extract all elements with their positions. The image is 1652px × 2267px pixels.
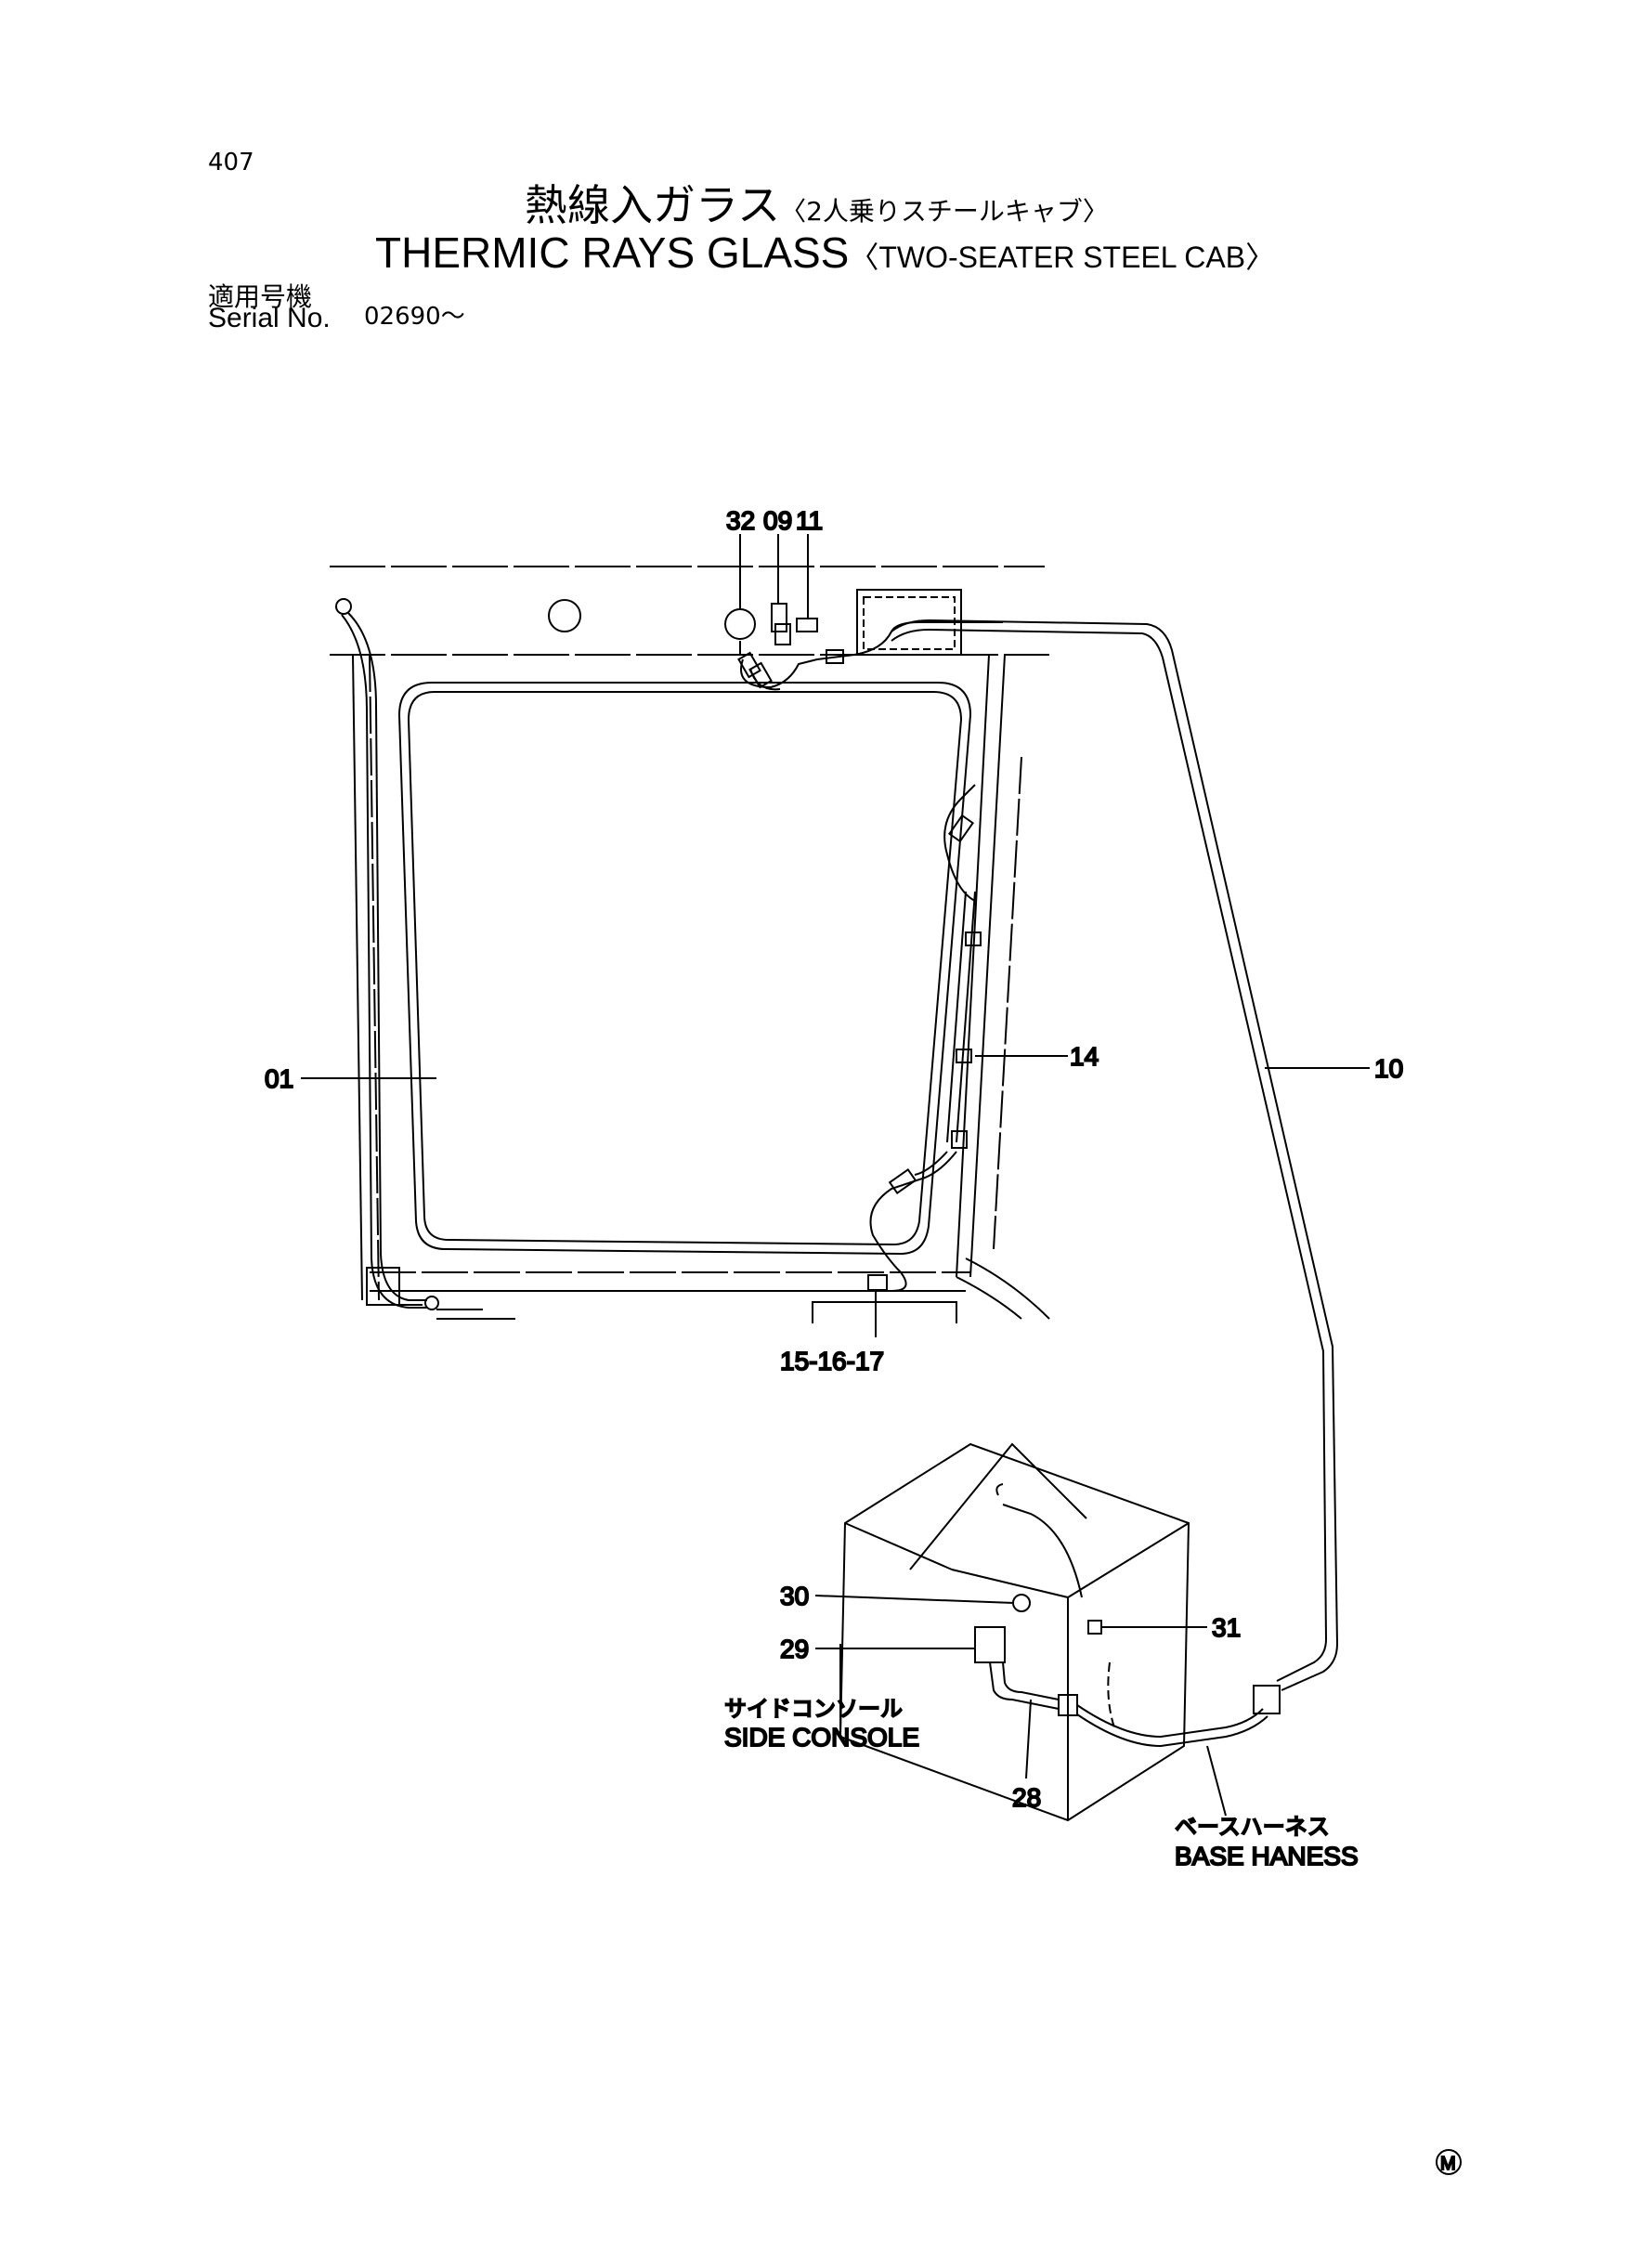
title-jp-sub: 〈2人乗りスチールキャブ〉 [780, 196, 1109, 227]
left-harness [335, 598, 439, 1310]
right-harness [867, 784, 982, 1292]
callout-11: 11 [796, 506, 823, 535]
title-jp: 熱線入ガラス〈2人乗りスチールキャブ〉 [525, 172, 1109, 233]
serial-label-en: Serial No. [208, 303, 331, 333]
callout-15-16-17: 15-16-17 [780, 1347, 884, 1375]
glass-pane [397, 682, 972, 1256]
title-jp-main: 熱線入ガラス [525, 180, 781, 230]
callout-01: 01 [265, 1064, 293, 1093]
leader-lines [301, 534, 1370, 1817]
serial-label-jp: 適用号機 [208, 281, 313, 312]
callout-14: 14 [1070, 1042, 1099, 1071]
callout-29: 29 [780, 1635, 809, 1663]
callout-30: 30 [780, 1582, 809, 1610]
callout-28: 28 [1012, 1783, 1041, 1812]
callout-32: 32 [726, 506, 755, 535]
title-en-sub: 〈TWO-SEATER STEEL CAB〉 [849, 241, 1276, 274]
main-harness [891, 619, 1339, 1691]
callout-09: 09 [763, 506, 792, 535]
base-harness-label-jp: ベースハーネス [1175, 1814, 1330, 1840]
title-en: THERMIC RAYS GLASS〈TWO-SEATER STEEL CAB〉 [375, 228, 1275, 278]
cab-frame [330, 566, 1050, 1323]
serial-value: 02690～ [364, 303, 465, 331]
base-harness-label-en: BASE HANESS [1175, 1842, 1359, 1870]
m-stamp: M [1436, 2149, 1462, 2175]
callout-31: 31 [1212, 1613, 1241, 1642]
m-stamp-letter: M [1440, 2154, 1456, 2174]
side-console [839, 1442, 1281, 1822]
callout-10: 10 [1374, 1054, 1403, 1083]
side-console-label-en: SIDE CONSOLE [724, 1723, 919, 1752]
title-en-main: THERMIC RAYS GLASS [375, 228, 850, 277]
page-number: 407 [208, 149, 254, 176]
side-console-label-jp: サイドコンソール [724, 1696, 903, 1722]
